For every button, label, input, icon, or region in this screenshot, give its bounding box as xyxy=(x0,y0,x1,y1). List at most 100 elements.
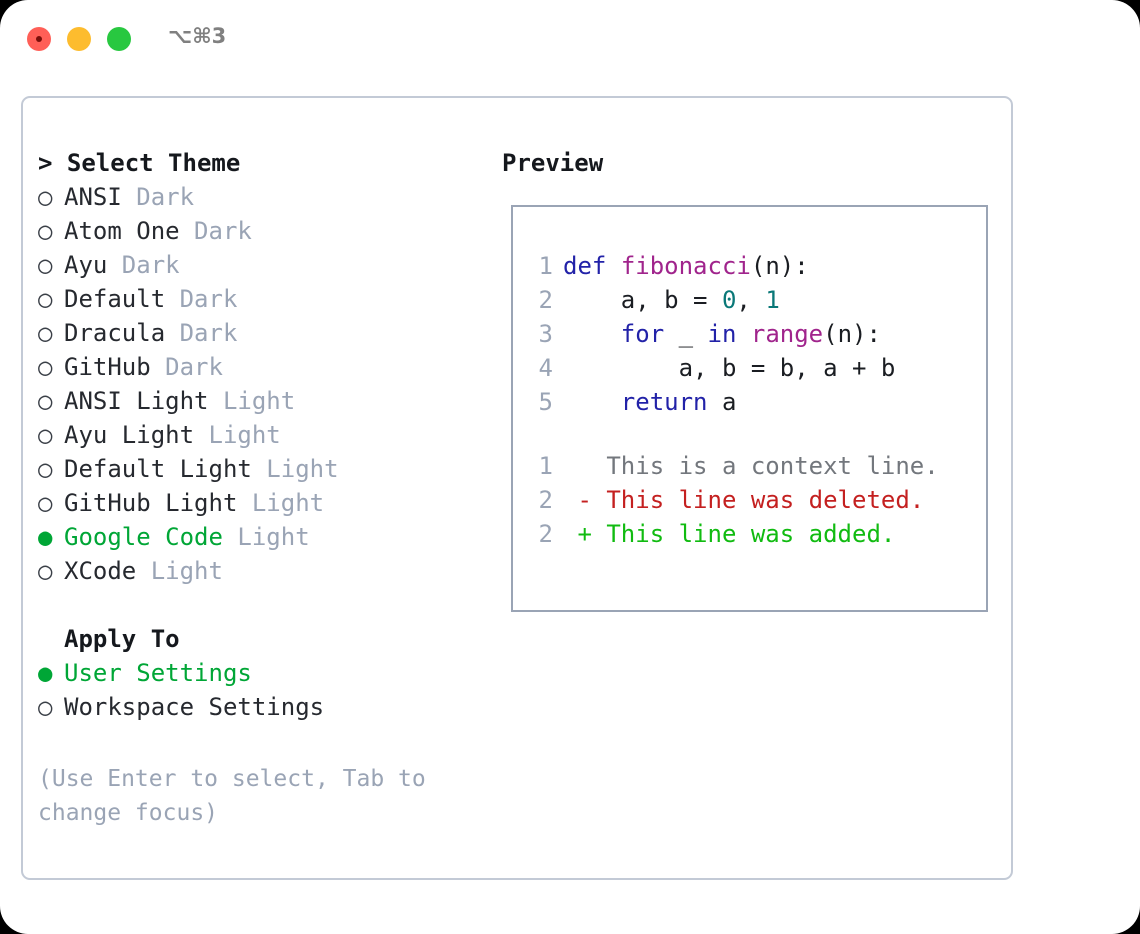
code-token: 0 xyxy=(721,286,737,314)
theme-option-ansi-light[interactable]: ○ ANSI Light Light xyxy=(38,384,498,418)
radio-unselected-icon: ○ xyxy=(38,319,67,347)
option-label: User Settings xyxy=(64,659,252,687)
maximize-window-button[interactable] xyxy=(107,27,131,51)
line-number: 3 xyxy=(538,320,553,348)
window-title: ⌥⌘3 xyxy=(168,24,227,48)
option-variant-badge: Dark xyxy=(150,353,223,381)
option-label: Ayu xyxy=(64,251,108,279)
code-line: 3 for _ in range(n): xyxy=(527,317,980,351)
theme-option-google-code[interactable]: ● Google Code Light xyxy=(38,520,498,554)
radio-unselected-icon: ○ xyxy=(38,421,67,449)
code-token: ( xyxy=(823,320,838,348)
code-token: a, b = b, a + b xyxy=(563,354,896,382)
theme-picker-panel: > Select Theme ○ ANSI Dark○ Atom One Dar… xyxy=(21,96,1013,880)
apply-option-user-settings[interactable]: ● User Settings xyxy=(38,656,498,690)
radio-unselected-icon: ○ xyxy=(38,557,67,585)
diff-line: 1 This is a context line. xyxy=(527,449,980,483)
option-label: Dracula xyxy=(64,319,166,347)
code-token: ): xyxy=(852,320,881,348)
option-label: ANSI Light xyxy=(64,387,209,415)
diff-sample: 1 This is a context line.2 - This line w… xyxy=(527,449,980,551)
radio-unselected-icon: ○ xyxy=(38,353,67,381)
option-variant-badge: Dark xyxy=(165,285,238,313)
theme-option-github[interactable]: ○ GitHub Dark xyxy=(38,350,498,384)
option-variant-badge: Light xyxy=(194,421,281,449)
code-token: in xyxy=(707,320,737,348)
option-label: Default xyxy=(64,285,166,313)
code-token: n xyxy=(765,252,780,280)
radio-unselected-icon: ○ xyxy=(38,285,67,313)
diff-sign: + xyxy=(563,520,592,548)
code-token: n xyxy=(837,320,853,348)
radio-unselected-icon: ○ xyxy=(38,489,67,517)
code-token: fibonacci xyxy=(620,252,751,280)
keyboard-hint-text: (Use Enter to select, Tab to change focu… xyxy=(38,766,440,826)
code-token xyxy=(606,252,620,280)
code-token: , xyxy=(736,286,766,314)
option-variant-badge: Light xyxy=(237,489,325,517)
line-number: 2 xyxy=(538,486,553,514)
code-token xyxy=(563,320,621,348)
theme-option-ansi[interactable]: ○ ANSI Dark xyxy=(38,180,498,214)
code-line: 4 a, b = b, a + b xyxy=(527,351,980,385)
close-window-button[interactable] xyxy=(27,27,51,51)
minimize-window-button[interactable] xyxy=(67,27,91,51)
radio-unselected-icon: ○ xyxy=(38,387,67,415)
option-label: Default Light xyxy=(64,455,252,483)
line-number: 2 xyxy=(538,286,553,314)
code-token: ): xyxy=(779,252,809,280)
preview-header: Preview xyxy=(502,149,604,177)
theme-option-ayu-light[interactable]: ○ Ayu Light Light xyxy=(38,418,498,452)
code-token: 1 xyxy=(765,286,780,314)
diff-text: This line was added. xyxy=(591,520,896,548)
apply-option-workspace-settings[interactable]: ○ Workspace Settings xyxy=(38,690,498,724)
option-label: GitHub xyxy=(64,353,151,381)
diff-line: 2 + This line was added. xyxy=(527,517,980,551)
theme-option-github-light[interactable]: ○ GitHub Light Light xyxy=(38,486,498,520)
line-number: 1 xyxy=(538,452,553,480)
radio-unselected-icon: ○ xyxy=(38,455,67,483)
line-number: 4 xyxy=(538,354,553,382)
theme-option-default[interactable]: ○ Default Dark xyxy=(38,282,498,316)
line-number: 1 xyxy=(538,252,553,280)
option-label: Atom One xyxy=(64,217,180,245)
option-variant-badge: Light xyxy=(251,455,339,483)
theme-option-dracula[interactable]: ○ Dracula Dark xyxy=(38,316,498,350)
diff-sign xyxy=(563,452,592,480)
code-token: def xyxy=(563,252,607,280)
theme-option-ayu[interactable]: ○ Ayu Dark xyxy=(38,248,498,282)
diff-text: This line was deleted. xyxy=(591,486,925,514)
code-token: return xyxy=(620,388,708,416)
option-variant-badge: Dark xyxy=(179,217,252,245)
radio-unselected-icon: ○ xyxy=(38,183,67,211)
option-label: Workspace Settings xyxy=(64,693,325,721)
line-number: 2 xyxy=(538,520,553,548)
option-variant-badge: Light xyxy=(136,557,223,585)
apply-to-header: Apply To xyxy=(64,625,180,653)
option-variant-badge: Dark xyxy=(165,319,238,347)
preview-gap xyxy=(527,419,980,449)
theme-option-default-light[interactable]: ○ Default Light Light xyxy=(38,452,498,486)
option-label: Google Code xyxy=(64,523,223,551)
option-variant-badge: Light xyxy=(208,387,296,415)
radio-selected-icon: ● xyxy=(38,523,67,551)
theme-option-atom-one[interactable]: ○ Atom One Dark xyxy=(38,214,498,248)
code-token xyxy=(736,320,750,348)
code-line: 2 a, b = 0, 1 xyxy=(527,283,980,317)
theme-list-column: > Select Theme ○ ANSI Dark○ Atom One Dar… xyxy=(38,146,498,724)
option-label: GitHub Light xyxy=(64,489,238,517)
diff-line: 2 - This line was deleted. xyxy=(527,483,980,517)
code-token: range xyxy=(750,320,824,348)
theme-option-xcode[interactable]: ○ XCode Light xyxy=(38,554,498,588)
code-token: for xyxy=(620,320,665,348)
radio-unselected-icon: ○ xyxy=(38,217,67,245)
theme-list-header: > Select Theme xyxy=(38,149,241,177)
radio-unselected-icon: ○ xyxy=(38,693,67,721)
list-spacer xyxy=(38,588,498,622)
option-label: Ayu Light xyxy=(64,421,195,449)
